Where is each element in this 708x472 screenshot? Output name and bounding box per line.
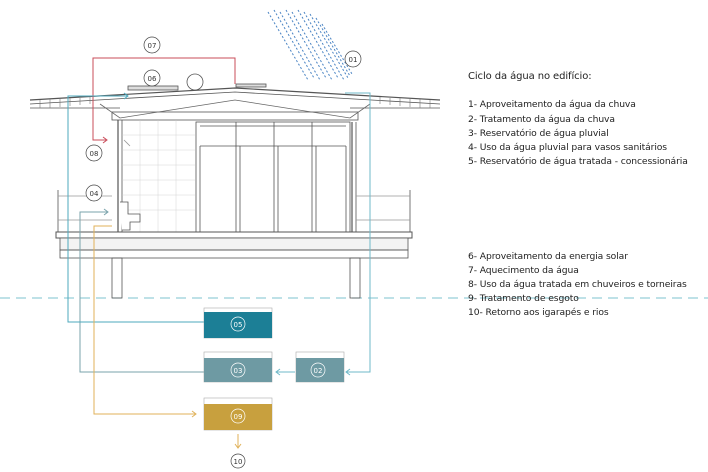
- svg-text:03: 03: [234, 367, 243, 375]
- treated-water-line: [67, 95, 204, 323]
- legend-item-6: 6- Aproveitamento da energia solar: [468, 251, 628, 262]
- svg-text:10: 10: [234, 458, 243, 466]
- marker-06: 06: [143, 69, 161, 87]
- svg-text:04: 04: [90, 190, 99, 198]
- marker-10: 10: [230, 453, 246, 469]
- svg-text:01: 01: [349, 56, 358, 64]
- pluvial-to-toilet-line: [79, 211, 204, 373]
- svg-text:05: 05: [234, 321, 243, 329]
- solar-heating-loop: [92, 57, 236, 122]
- legend-item-1: 1- Aproveitamento da água da chuva: [468, 99, 636, 110]
- marker-05: 05: [230, 316, 246, 332]
- legend-item-8: 8- Uso da água tratada em chuveiros e to…: [468, 279, 687, 290]
- legend-item-5: 5- Reservatório de água tratada - conces…: [468, 156, 688, 167]
- building-section: [29, 73, 441, 299]
- legend-item-3: 3- Reservatório de água pluvial: [468, 128, 609, 139]
- marker-09: 09: [230, 408, 246, 424]
- svg-text:09: 09: [234, 413, 243, 421]
- marker-08: 08: [85, 144, 103, 162]
- legend-item-7: 7- Aquecimento da água: [468, 265, 579, 276]
- legend-item-9: 9- Tratamento de esgoto: [468, 293, 579, 304]
- legend-title: Ciclo da água no edifício:: [468, 71, 592, 82]
- svg-text:08: 08: [90, 150, 99, 158]
- svg-text:06: 06: [148, 75, 157, 83]
- solar-loop-arrow: [92, 122, 106, 141]
- svg-text:07: 07: [148, 42, 157, 50]
- svg-text:02: 02: [314, 367, 323, 375]
- marker-04: 04: [85, 184, 103, 202]
- marker-03: 03: [230, 362, 246, 378]
- marker-07: 07: [143, 36, 161, 54]
- shower-water-arrow: [123, 139, 131, 147]
- legend-item-2: 2- Tratamento da água da chuva: [468, 114, 615, 125]
- rainwater-collection-line: [345, 92, 371, 373]
- legend-item-4: 4- Uso da água pluvial para vasos sanitá…: [468, 142, 667, 153]
- rain-lines: [267, 9, 353, 81]
- marker-02: 02: [310, 362, 326, 378]
- legend-item-10: 10- Retorno aos igarapés e rios: [468, 307, 609, 318]
- marker-01: 01: [344, 50, 362, 68]
- sewage-line: [93, 225, 196, 415]
